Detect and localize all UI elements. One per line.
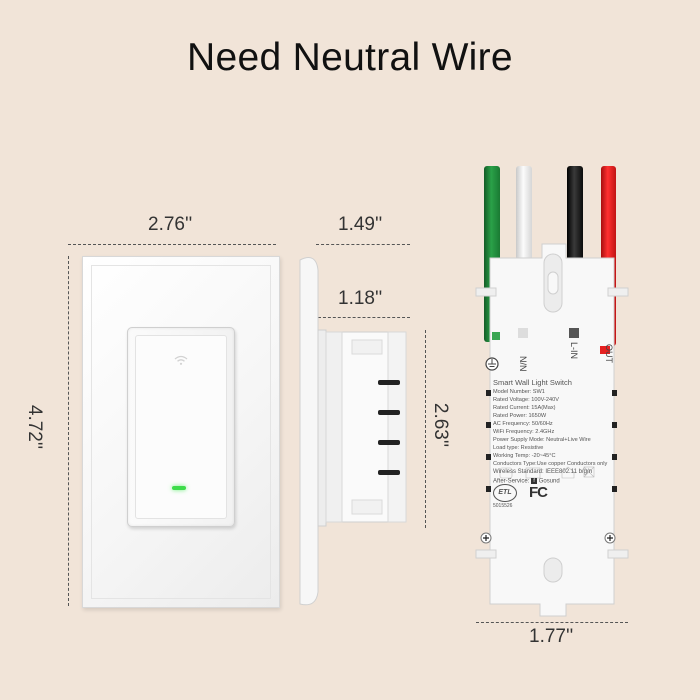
spec-line-7: Load type: Resistive <box>493 445 544 451</box>
spec-line-2: Rated Current: 15A(Max) <box>493 405 556 411</box>
front-height-dimension-line <box>68 256 69 606</box>
front-height-label: 4.72'' <box>24 404 46 450</box>
switch-back-view <box>475 243 629 617</box>
back-width-dimension-line <box>476 622 628 623</box>
fcc-mark: FC <box>529 484 548 501</box>
facebook-icon: f <box>531 478 538 484</box>
spec-line-9: Conductors Type:Use copper Conductors on… <box>493 461 608 467</box>
after-service-prefix: After-Service: <box>493 478 530 485</box>
line-terminal-label: L-IN <box>569 342 579 360</box>
etl-listed-mark: ETL <box>493 484 517 502</box>
product-name: Smart Wall Light Switch <box>493 378 572 387</box>
spec-line-1: Rated Voltage: 100V-240V <box>493 397 559 403</box>
side-inner-depth-label: 1.18'' <box>338 288 383 309</box>
front-width-label: 2.76'' <box>148 214 193 235</box>
spec-line-8: Working Temp: -20~45°C <box>493 453 556 459</box>
side-height-dimension-line <box>425 330 426 528</box>
spec-line-0: Model Number: SW1 <box>493 389 545 395</box>
side-height-label: 2.63'' <box>430 402 452 448</box>
out-terminal-label: OUT <box>604 344 614 363</box>
side-depth-dimension-line <box>316 244 410 245</box>
page-title: Need Neutral Wire <box>187 36 513 79</box>
spec-line-4: AC Frequency: 50/60Hz <box>493 421 553 427</box>
side-depth-label: 1.49'' <box>338 214 383 235</box>
spec-line-3: Rated Power: 1650W <box>493 413 547 419</box>
spec-line-6: Power Supply Mode: Neutral+Live Wire <box>493 437 591 443</box>
after-service-label: After-Service: f Gosund <box>493 478 560 485</box>
back-width-label: 1.77'' <box>529 626 574 647</box>
faceplate-inner-bevel <box>91 265 271 599</box>
switch-rocker[interactable] <box>127 327 235 527</box>
spec-line-5: WiFi Frequency: 2.4GHz <box>493 429 555 435</box>
neutral-terminal-label: N/N <box>518 356 528 372</box>
spec-line-10: Wireless Standard: IEEE802.11 b/g/n <box>493 469 592 475</box>
switch-side-view <box>299 257 407 606</box>
front-width-dimension-line <box>68 244 276 245</box>
switch-faceplate <box>82 256 280 608</box>
after-service-brand: Gosund <box>538 478 560 485</box>
status-led <box>172 486 186 490</box>
wifi-icon <box>174 355 188 365</box>
side-inner-depth-dimension-line <box>318 317 410 318</box>
etl-code: 5015526 <box>493 503 513 509</box>
